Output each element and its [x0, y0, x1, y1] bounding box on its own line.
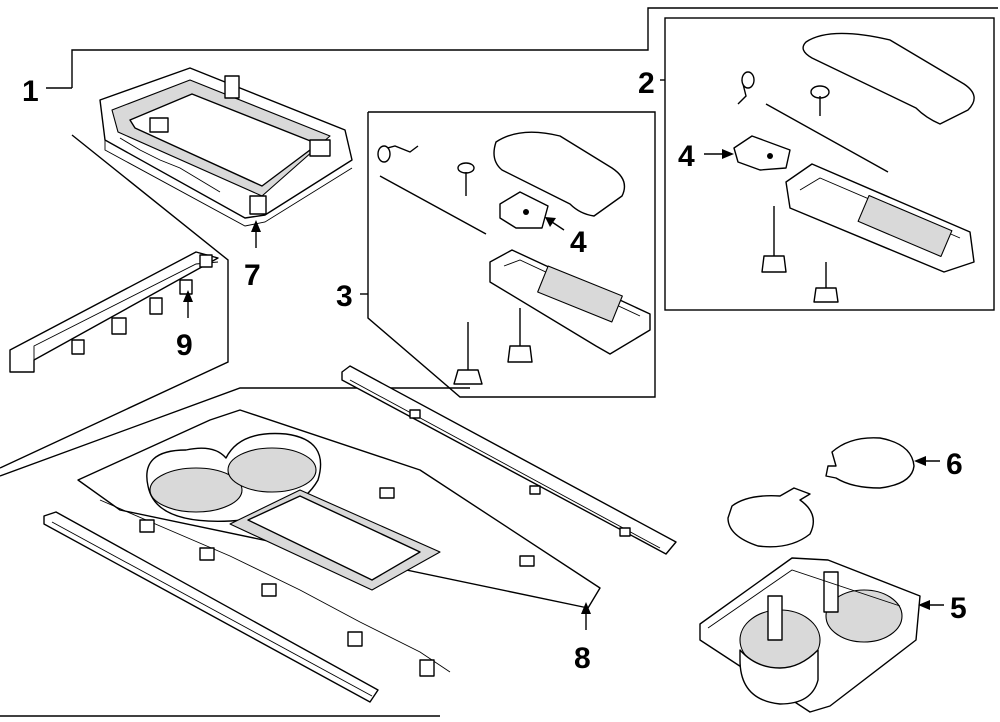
cupholder-insert-part-5 [699, 557, 921, 713]
callout-6: 6 [946, 448, 963, 481]
callout-7: 7 [244, 259, 261, 292]
long-trim-strip-left [43, 511, 379, 703]
callout-9: 9 [176, 329, 193, 362]
callout-1: 1 [22, 75, 39, 108]
callout-5: 5 [950, 592, 967, 625]
hinge-part-4-upper [733, 135, 791, 171]
storage-tray-part-1 [99, 67, 353, 227]
callout-4-box2: 4 [678, 140, 695, 173]
armrest-kit-part-2 [733, 32, 975, 303]
callout-8: 8 [574, 642, 591, 675]
boundary-lines [0, 7, 998, 717]
cupholder-mat-part-6 [727, 437, 915, 548]
leader-lines [46, 79, 944, 630]
trim-rail-part-9 [9, 251, 219, 373]
armrest-kit-part-3 [377, 131, 651, 385]
callout-2: 2 [638, 67, 655, 100]
long-trim-strip-right [341, 365, 677, 555]
callout-4-box3: 4 [570, 226, 587, 259]
callout-3: 3 [336, 280, 353, 313]
console-panel-part-8 [77, 409, 601, 677]
